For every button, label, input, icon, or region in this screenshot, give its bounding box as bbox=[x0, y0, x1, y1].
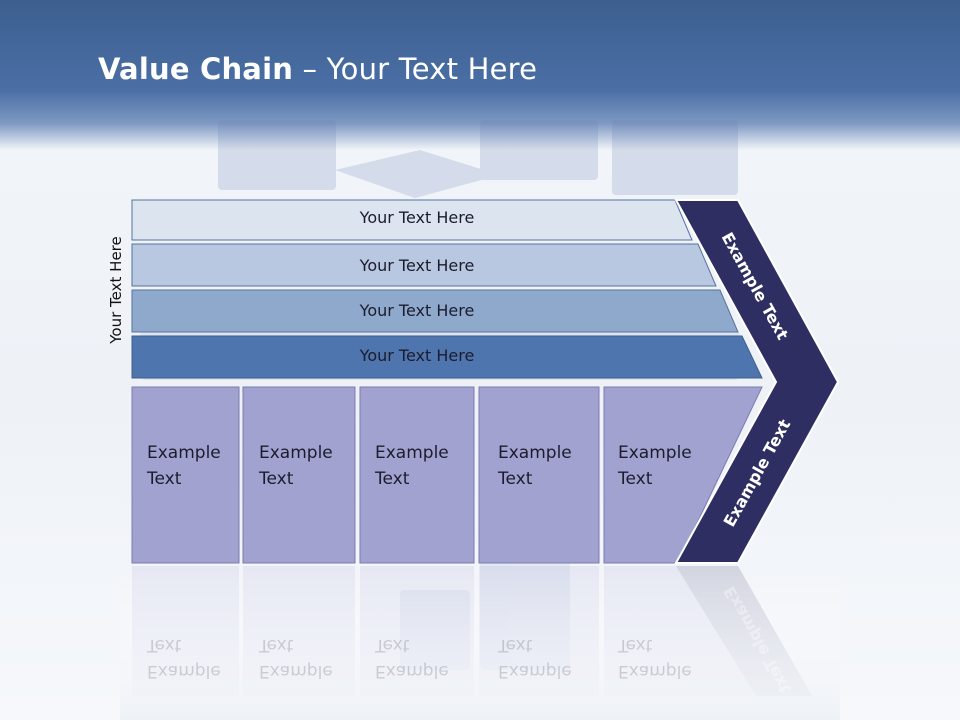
chevron-arrow bbox=[674, 199, 840, 564]
row-3-bar bbox=[131, 289, 739, 333]
box-3 bbox=[359, 386, 475, 564]
row-4-bar bbox=[131, 335, 763, 379]
header-band bbox=[0, 0, 960, 150]
side-axis-label: Your Text Here bbox=[107, 236, 125, 344]
row-3-text: Your Text Here bbox=[359, 301, 475, 320]
box-1 bbox=[131, 386, 240, 564]
box-2 bbox=[242, 386, 356, 564]
row-1-bar bbox=[131, 199, 693, 241]
slide-title: Value Chain – Your Text Here bbox=[98, 52, 538, 86]
row-2-bar bbox=[131, 243, 717, 287]
box-4 bbox=[478, 386, 600, 564]
row-4-text: Your Text Here bbox=[359, 346, 475, 365]
row-1-text: Your Text Here bbox=[359, 208, 475, 227]
row-2-text: Your Text Here bbox=[359, 256, 475, 275]
